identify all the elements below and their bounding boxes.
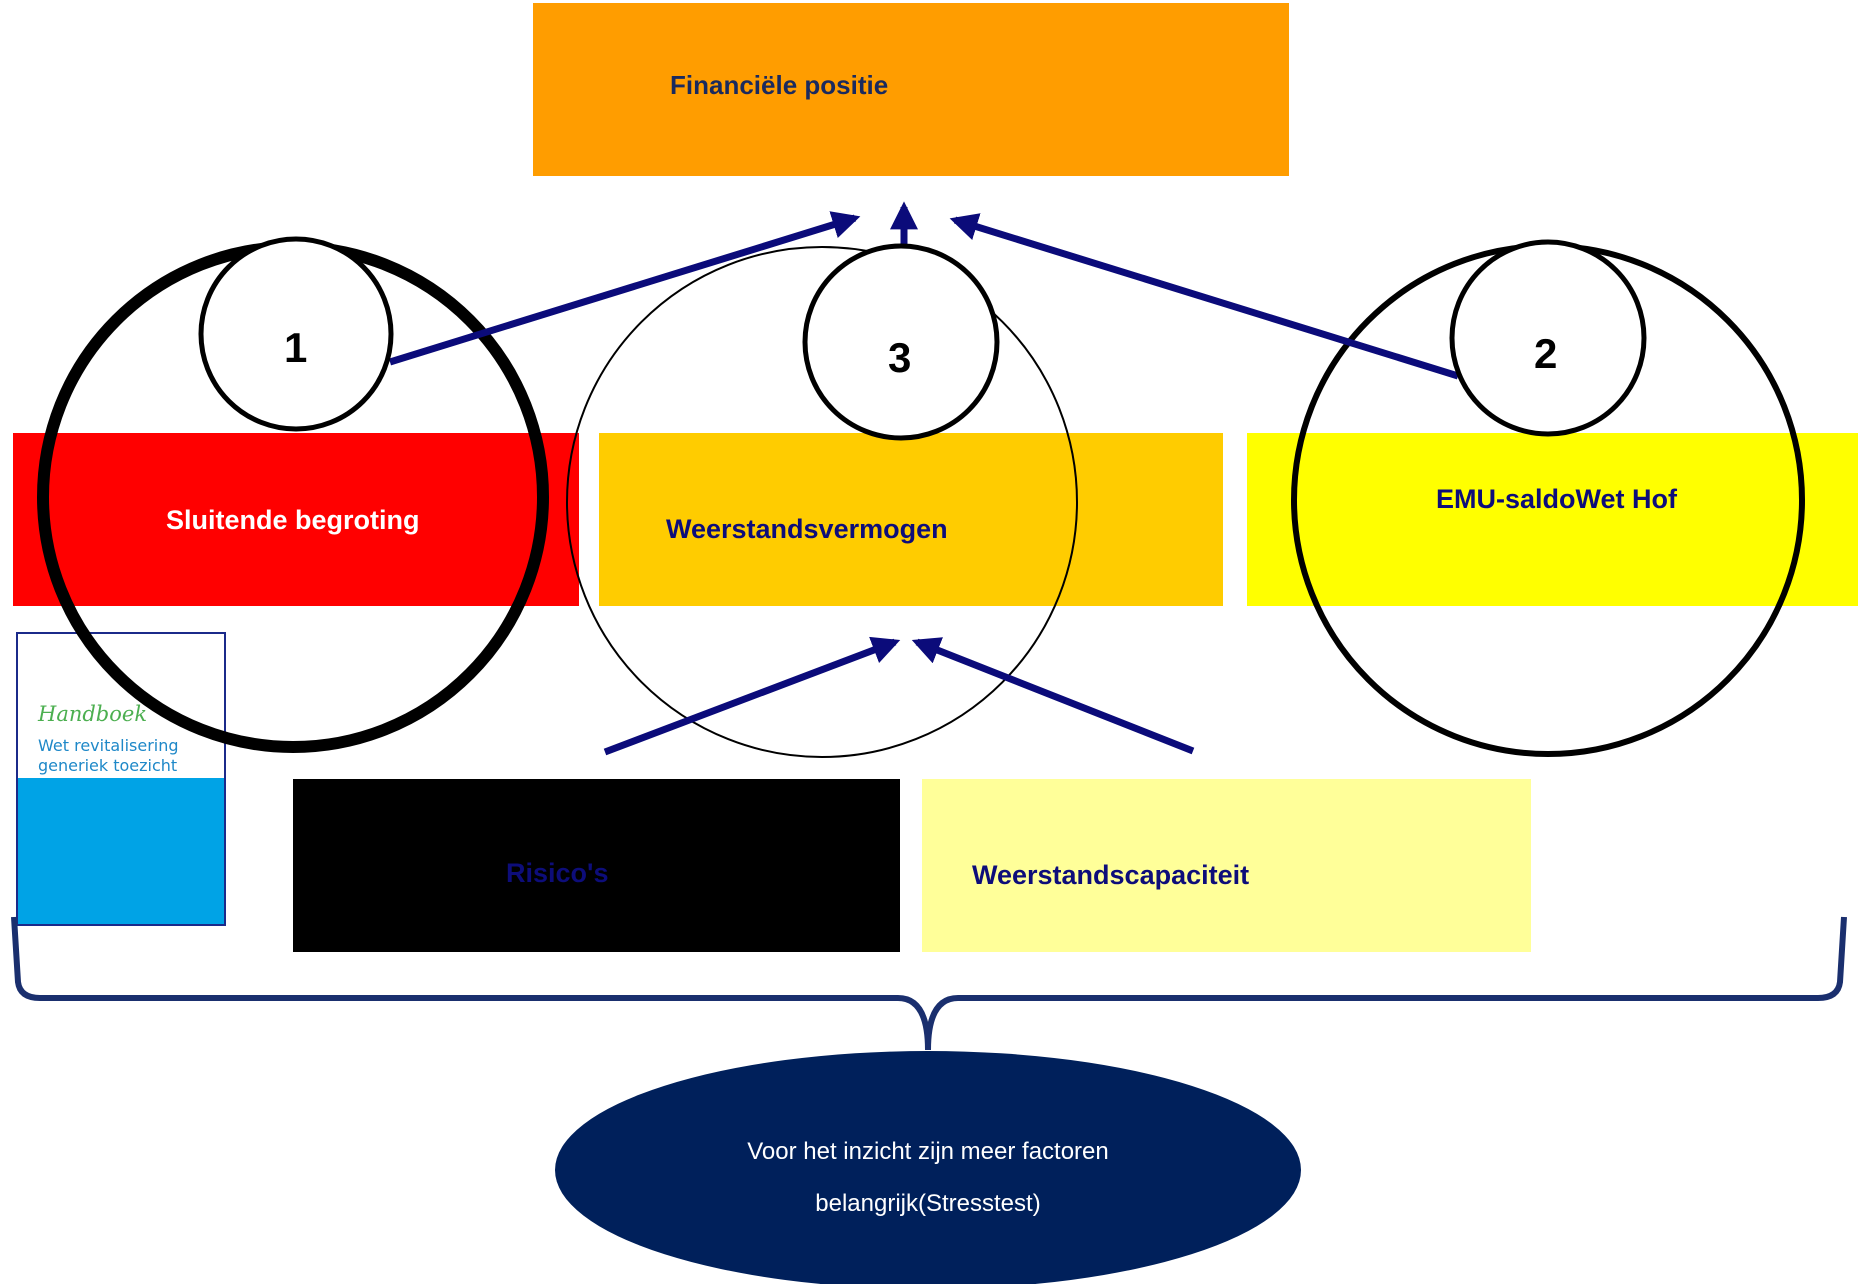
resistance-ratio-label: Weerstandsvermogen — [666, 514, 948, 544]
risks-box — [293, 779, 900, 952]
emu-balance-label: EMU-saldoWet Hof — [1436, 484, 1677, 514]
number-1: 1 — [284, 324, 308, 371]
risks-label: Risico's — [506, 858, 609, 888]
resistance-capacity-box — [922, 779, 1531, 952]
financial-position-label: Financiële positie — [670, 70, 889, 100]
logo-title: Handboek — [38, 702, 148, 726]
logo-subtitle-line2: generiek toezicht — [38, 756, 178, 775]
resistance-ratio-box — [599, 433, 1223, 606]
arrow-2-to-financial — [949, 213, 1460, 380]
resistance-capacity-label: Weerstandscapaciteit — [972, 860, 1250, 890]
curly-brace — [11, 916, 1847, 1051]
handbook-logo: Handboek Wet revitalisering generiek toe… — [16, 632, 226, 926]
number-2: 2 — [1534, 330, 1558, 377]
balanced-budget-box — [13, 433, 579, 606]
note-ellipse — [555, 1051, 1301, 1284]
balanced-budget-label: Sluitende begroting — [166, 505, 420, 535]
number-circle-3 — [802, 243, 1000, 441]
emu-balance-box — [1247, 433, 1858, 606]
arrow-capacity-to-ratio — [911, 637, 1195, 755]
financial-position-box — [533, 3, 1289, 176]
number-3: 3 — [888, 334, 912, 381]
logo-blue-band — [18, 778, 224, 924]
note-line-2: belangrijk(Stresstest) — [815, 1190, 1041, 1217]
number-circle-2 — [1449, 239, 1647, 437]
number-circle-1 — [198, 236, 394, 432]
note-line-1: Voor het inzicht zijn meer factoren — [747, 1138, 1109, 1165]
arrow-1-to-financial — [388, 211, 861, 366]
arrow-risks-to-ratio — [603, 636, 901, 756]
big-circle-middle — [566, 246, 1078, 758]
logo-subtitle-line1: Wet revitalisering — [38, 736, 179, 755]
